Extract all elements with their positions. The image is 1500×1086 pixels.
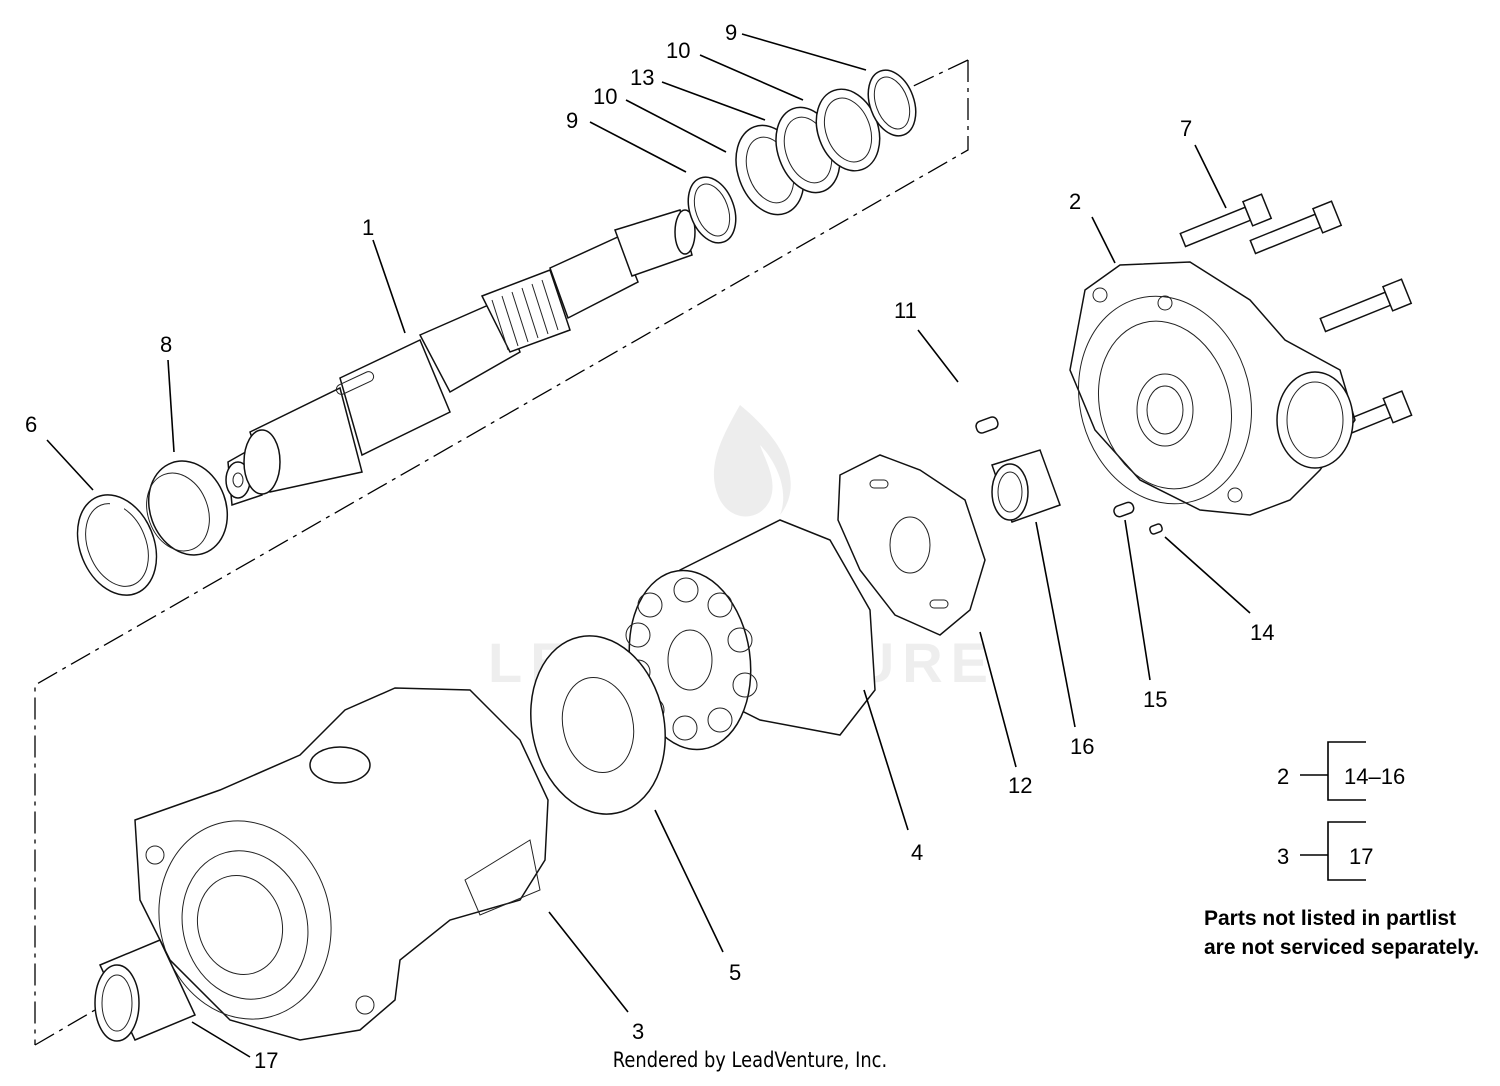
- leader-lines: [46, 33, 1251, 1058]
- callout-13: 13: [630, 65, 654, 90]
- callout-5: 5: [729, 960, 741, 985]
- part-8-bearing: [146, 460, 229, 556]
- part-14-pin: [1149, 523, 1163, 535]
- legend-parent-1: 2: [1277, 764, 1289, 789]
- render-credit: Rendered by LeadVenture, Inc.: [612, 1048, 888, 1072]
- callout-10-right: 10: [666, 38, 690, 63]
- callout-8: 8: [160, 332, 172, 357]
- callout-4: 4: [911, 840, 923, 865]
- part-1-shaft: [225, 209, 696, 507]
- legend-parent-2: 3: [1277, 844, 1289, 869]
- part-7-bolts: [1179, 193, 1413, 435]
- part-15-pin: [1113, 501, 1135, 518]
- legend-children-2: 17: [1349, 844, 1373, 869]
- assembly-legend: 2 14–16 3 17: [1277, 741, 1405, 881]
- callout-6: 6: [25, 412, 37, 437]
- legend-children-1: 14–16: [1344, 764, 1405, 789]
- part-2-end-cover: [1069, 261, 1356, 516]
- callout-14: 14: [1250, 620, 1274, 645]
- part-3-housing: [134, 687, 549, 1041]
- part-11-pin: [975, 416, 999, 434]
- part-16-needle-bearing: [991, 449, 1061, 523]
- part-5-plate: [530, 635, 666, 815]
- part-6-retaining-ring: [76, 494, 158, 596]
- callout-3: 3: [632, 1019, 644, 1044]
- callout-16: 16: [1070, 734, 1094, 759]
- callout-17: 17: [254, 1048, 278, 1073]
- callout-15: 15: [1143, 687, 1167, 712]
- legend-row-1: 2 14–16: [1277, 741, 1405, 801]
- callout-9-right: 9: [725, 20, 737, 45]
- callout-7: 7: [1180, 116, 1192, 141]
- part-9-snap-ring-left: [687, 176, 737, 244]
- callout-10-left: 10: [593, 84, 617, 109]
- callout-12: 12: [1008, 773, 1032, 798]
- callout-9-left: 9: [566, 108, 578, 133]
- part-17-bushing: [94, 939, 197, 1042]
- service-note: Parts not listed in partlist are not ser…: [1204, 907, 1480, 959]
- part-12-valve-plate: [837, 454, 986, 636]
- callout-2: 2: [1069, 189, 1081, 214]
- callout-labels: 1 2 3 4 5 6 7 8 9 9 10 10 11 12 13 14 15…: [25, 20, 1274, 1073]
- boundary-lines: [34, 59, 969, 1046]
- part-9-snap-ring-right: [867, 69, 917, 137]
- legend-row-2: 3 17: [1277, 821, 1373, 881]
- callout-1: 1: [362, 215, 374, 240]
- callout-11: 11: [894, 298, 917, 323]
